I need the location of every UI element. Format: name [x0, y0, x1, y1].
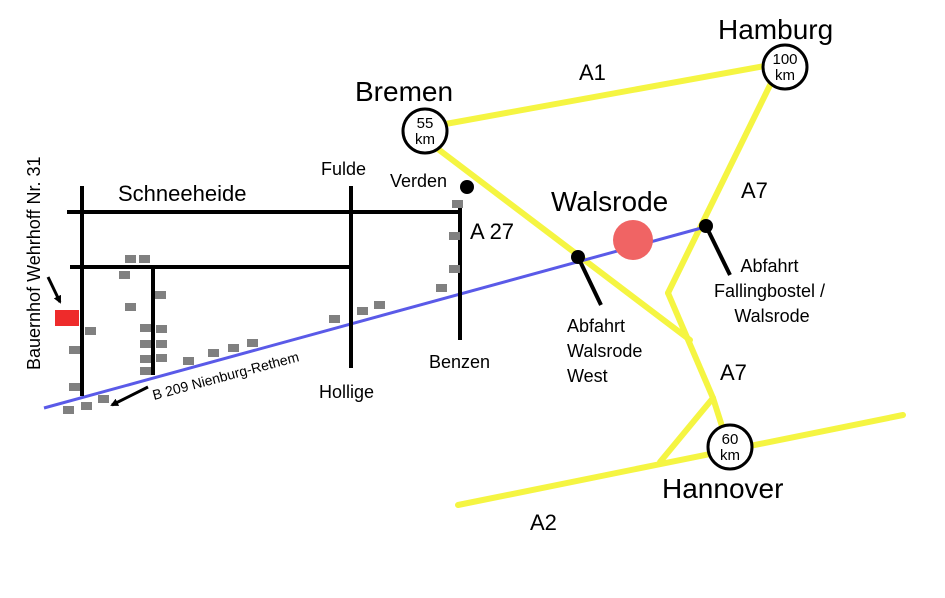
- building: [69, 383, 80, 391]
- motorway-connector: [657, 395, 716, 465]
- distance-marker-bremen: 55 km: [401, 107, 449, 155]
- distance-circle: [761, 43, 809, 91]
- farm-marker: [55, 310, 79, 326]
- building: [228, 344, 239, 352]
- building: [125, 255, 136, 263]
- distance-value: 55: [417, 115, 434, 132]
- exit-label-line: Abfahrt: [567, 316, 625, 336]
- building: [156, 325, 167, 333]
- building: [156, 340, 167, 348]
- exit-leader: [704, 225, 732, 276]
- building: [140, 340, 151, 348]
- road-label-a7-south: A7: [720, 360, 747, 385]
- place-label-verden: Verden: [390, 171, 447, 191]
- exit-label-walsrode-west: Abfahrt Walsrode West: [567, 316, 647, 386]
- b209-direction-arrow: [110, 385, 149, 407]
- building: [452, 200, 463, 208]
- verden-point: [460, 180, 474, 194]
- road-label-a2: A2: [530, 510, 557, 535]
- motorway-a2: [455, 412, 906, 508]
- building: [140, 367, 151, 375]
- distance-circle: [706, 423, 754, 471]
- motorways: [427, 62, 906, 508]
- distance-circle: [401, 107, 449, 155]
- road-label-b209: B 209 Nienburg-Rethem: [151, 348, 301, 403]
- federal-road-b209: [43, 225, 706, 410]
- walsrode-marker: [613, 220, 653, 260]
- motorway-a7-mid: [665, 290, 716, 401]
- exit-fallingbostel: [699, 219, 732, 276]
- exit-label-line: Fallingbostel /: [714, 281, 825, 301]
- building: [357, 307, 368, 315]
- place-label-farm: Bauernhof Wehrhoff Nr. 31: [24, 157, 44, 370]
- exit-leader: [576, 256, 603, 306]
- place-label-schneeheide: Schneeheide: [118, 181, 246, 206]
- building: [63, 406, 74, 414]
- distance-marker-hannover: 60 km: [706, 423, 754, 471]
- exit-label-line: Walsrode: [734, 306, 809, 326]
- building: [69, 346, 80, 354]
- building: [140, 355, 151, 363]
- building: [247, 339, 258, 347]
- city-label-bremen: Bremen: [355, 76, 453, 107]
- building: [208, 349, 219, 357]
- building: [449, 265, 460, 273]
- distance-marker-hamburg: 100 km: [761, 43, 809, 91]
- road-label-a27: A 27: [470, 219, 514, 244]
- building: [183, 357, 194, 365]
- exit-label-line: Walsrode: [567, 341, 642, 361]
- place-label-fulde: Fulde: [321, 159, 366, 179]
- place-label-hollige: Hollige: [319, 382, 374, 402]
- building: [119, 271, 130, 279]
- distance-value: 60: [722, 431, 739, 448]
- city-label-hamburg: Hamburg: [718, 14, 833, 45]
- distance-value: 100: [772, 51, 797, 68]
- exit-label-line: Abfahrt: [740, 256, 798, 276]
- road-label-a7-north: A7: [741, 178, 768, 203]
- motorway-a7-north: [665, 72, 778, 296]
- building: [140, 324, 151, 332]
- building: [125, 303, 136, 311]
- building: [374, 301, 385, 309]
- building: [155, 291, 166, 299]
- building: [85, 327, 96, 335]
- motorway-a27: [427, 140, 693, 343]
- building: [329, 315, 340, 323]
- city-label-hannover: Hannover: [662, 473, 783, 504]
- exit-walsrode-west: [571, 250, 603, 306]
- motorway-a1: [437, 62, 773, 128]
- building: [156, 354, 167, 362]
- building: [98, 395, 109, 403]
- distance-unit: km: [720, 447, 740, 464]
- buildings: [63, 200, 463, 414]
- place-label-benzen: Benzen: [429, 352, 490, 372]
- exit-label-line: West: [567, 366, 608, 386]
- distance-unit: km: [415, 131, 435, 148]
- building: [81, 402, 92, 410]
- building: [449, 232, 460, 240]
- building: [436, 284, 447, 292]
- farm-pointer-arrow: [46, 276, 62, 304]
- distance-unit: km: [775, 67, 795, 84]
- building: [139, 255, 150, 263]
- city-label-walsrode: Walsrode: [551, 186, 668, 217]
- road-label-a1: A1: [579, 60, 606, 85]
- exit-label-fallingbostel: Abfahrt Fallingbostel / Walsrode: [714, 256, 830, 326]
